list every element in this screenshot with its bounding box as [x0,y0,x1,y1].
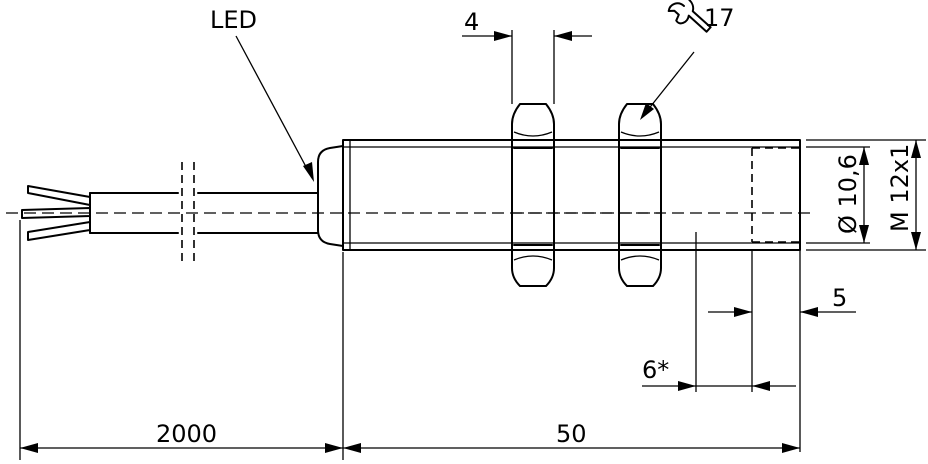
dimension-6: 6* [642,232,796,392]
thread-label: M 12x1 [886,144,914,232]
dim-5-label: 5 [832,284,847,312]
nut-1 [511,103,555,287]
led-cap [317,145,344,247]
wrench-dimension: 17 [640,0,735,120]
diameter-dimensions: Ø 10,6 M 12x1 [806,139,926,251]
length-dimensions: 2000 50 [19,220,800,460]
nut-thickness-label: 4 [464,8,479,36]
cable [89,162,319,262]
cable-length-label: 2000 [156,420,217,448]
nut-2 [618,103,662,287]
led-label: LED [210,6,257,34]
led-leader: LED [210,6,314,182]
wrench-icon [667,0,712,33]
sensor-body [342,139,801,251]
wrench-size-label: 17 [704,4,735,32]
nut-thickness-dimension: 4 [462,8,592,104]
body-length-label: 50 [556,420,587,448]
dimension-5: 5 [708,250,856,452]
dim-6-label: 6* [642,356,669,384]
body-diameter-label: Ø 10,6 [834,154,862,234]
